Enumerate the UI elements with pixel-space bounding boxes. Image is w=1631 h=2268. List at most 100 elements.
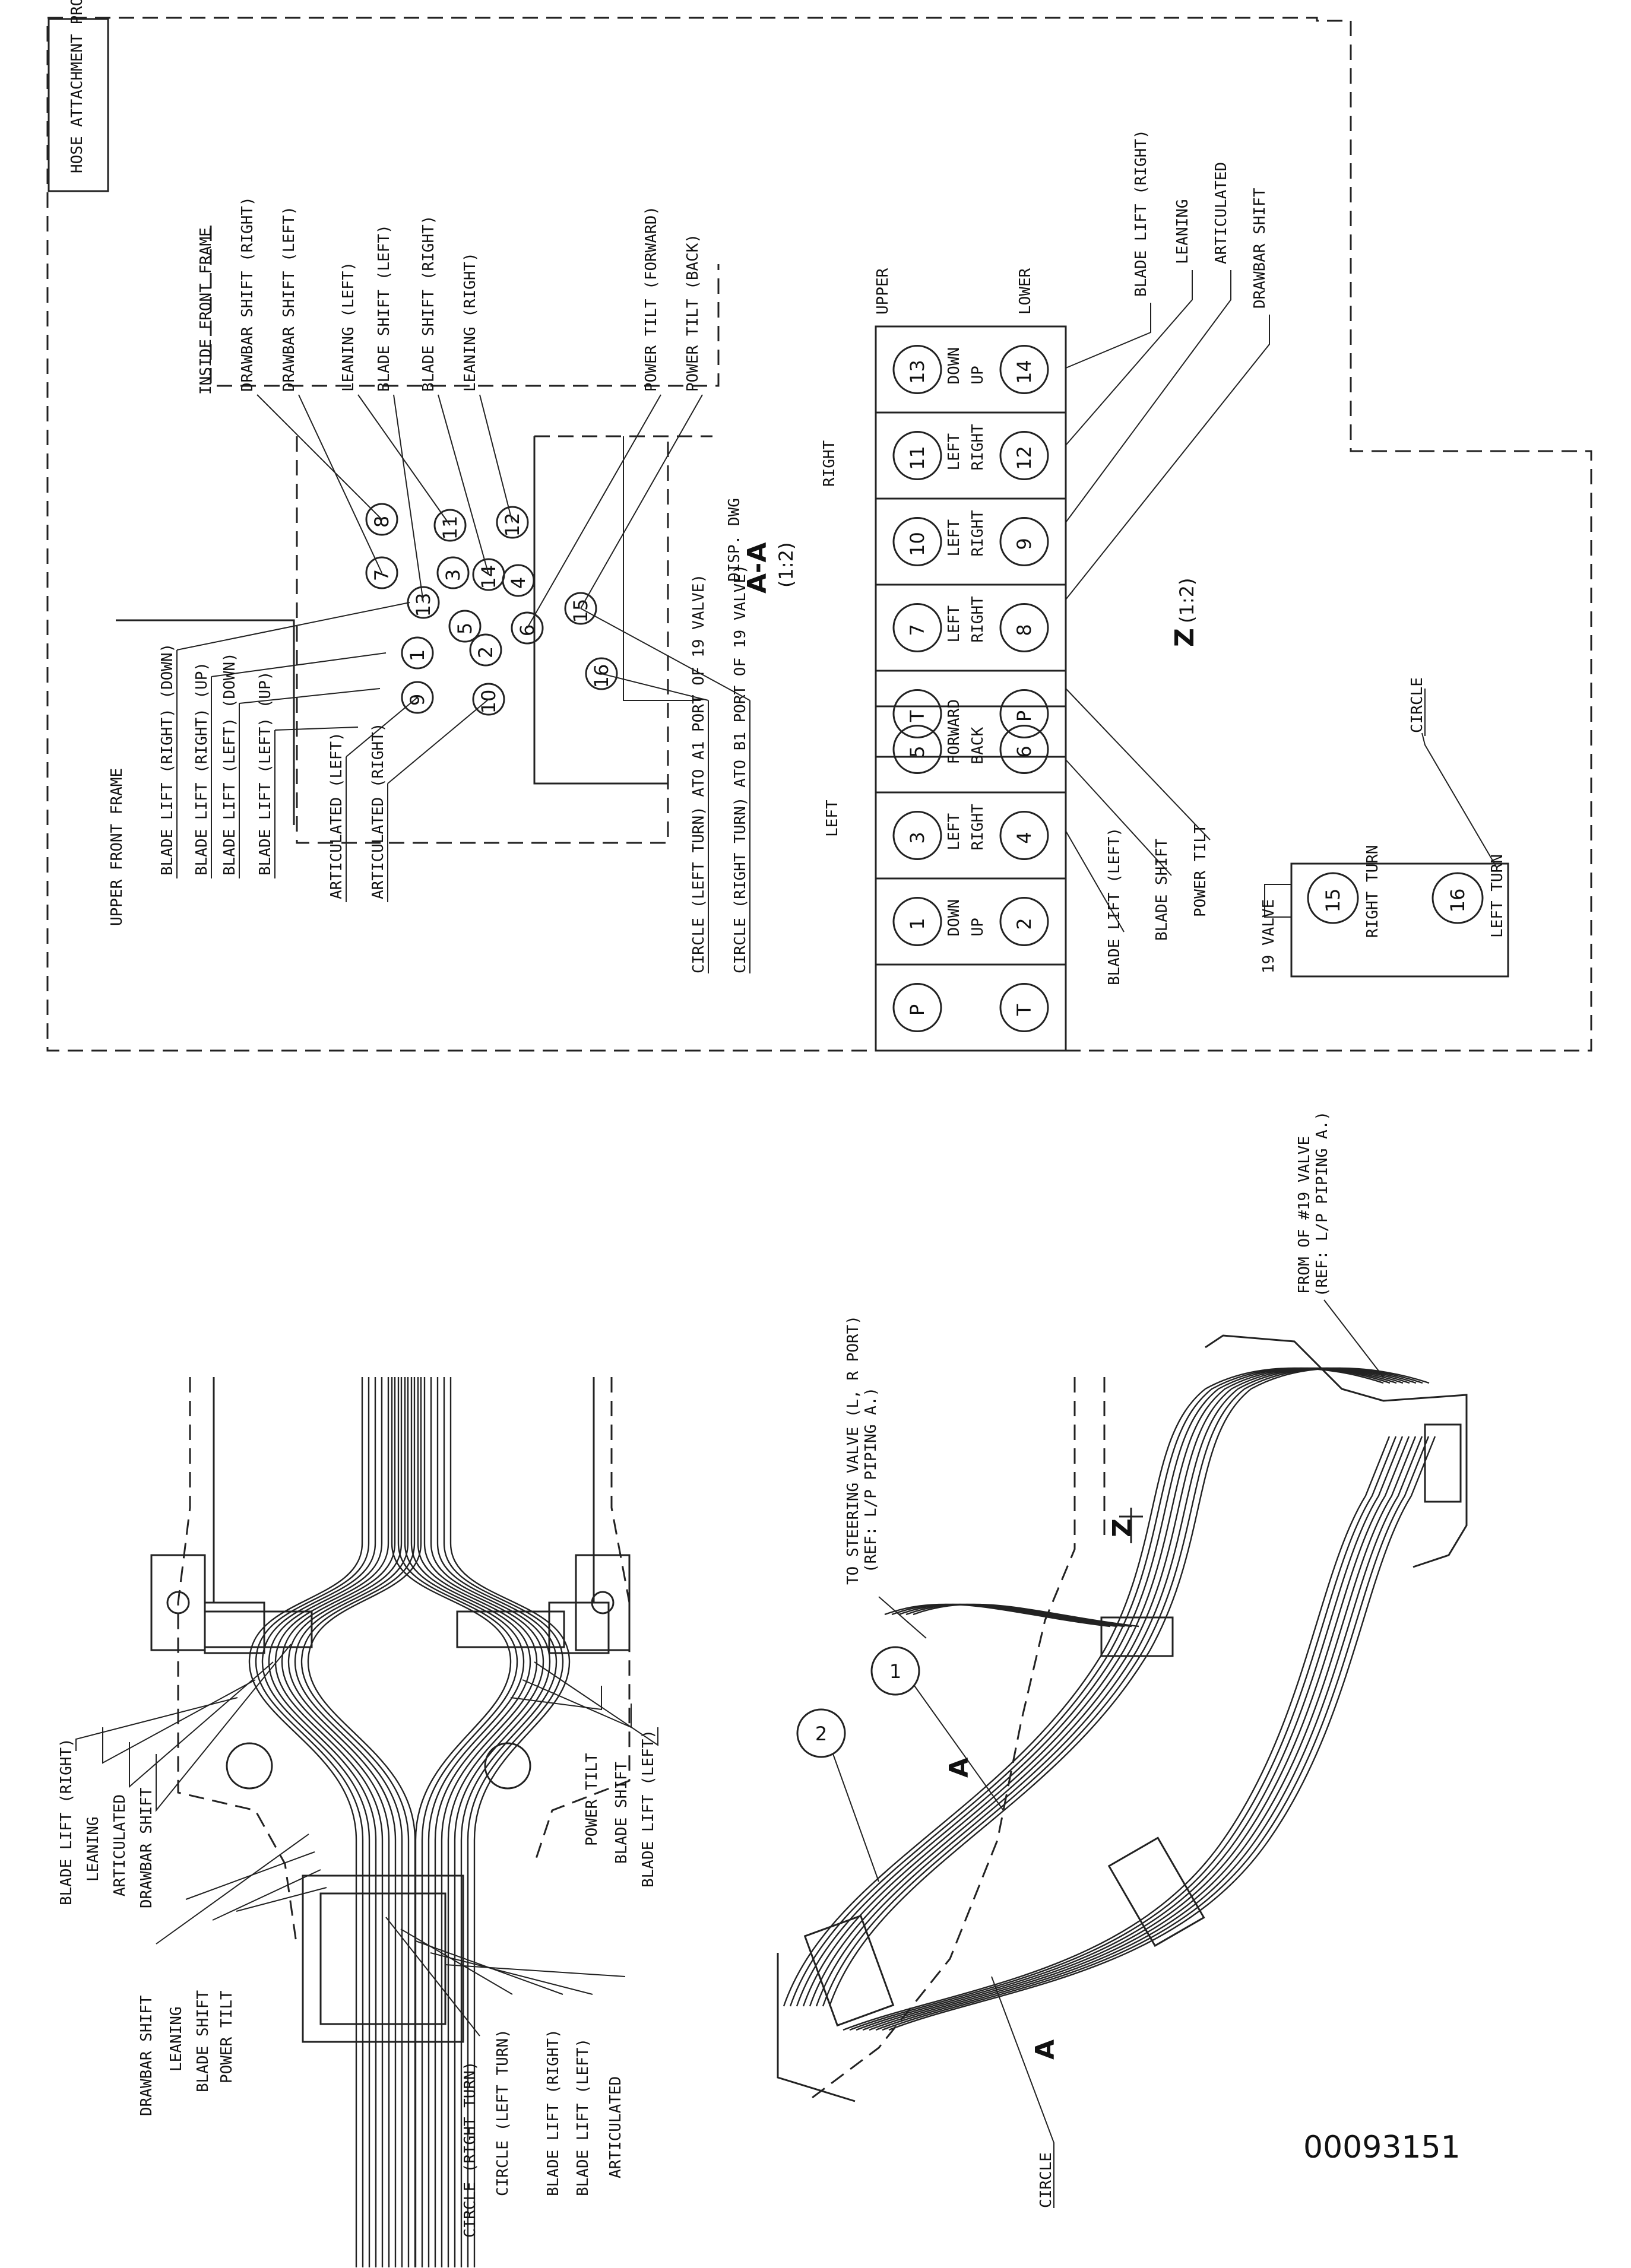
item-1-number: 1 — [889, 1660, 901, 1683]
plan-hose-right-3 — [404, 1377, 525, 2267]
side-hose-upper-1 — [783, 1367, 1384, 2007]
z-left-leader-1 — [1065, 830, 1125, 932]
z-right-bottom-9: 9 — [999, 517, 1049, 566]
side-hose-steering-3 — [898, 1603, 1125, 1628]
z-right-top-7-label: 7 — [906, 624, 929, 636]
plan-hose-left-6 — [281, 1377, 396, 2267]
z-left-bottom-6-label: 6 — [1013, 746, 1035, 757]
plan-frame-left — [177, 1377, 298, 1947]
plan-bottom-leader-4 — [430, 1952, 593, 1995]
z-left-callout-3: POWER TILT — [1192, 824, 1209, 917]
z-left-callout-1: BLADE LIFT (LEFT) — [1106, 827, 1123, 985]
plan-left-leader-4 — [156, 1644, 292, 1812]
z-left-top-sub-3: LEFT — [945, 813, 963, 851]
z-left-bottom-6: 6 — [999, 725, 1049, 774]
aa-left-callouts: BLADE LIFT (RIGHT) (DOWN)BLADE LIFT (RIG… — [159, 602, 489, 902]
aa-port-12: 12 — [496, 506, 529, 539]
aa-port-8-label: 8 — [370, 516, 393, 528]
plan-frame-rails — [213, 1377, 595, 1603]
z-right-bottom-9-label: 9 — [1013, 538, 1035, 550]
aa-bottom-callout-2: CIRCLE (RIGHT TURN) ATO B1 PORT OF 19 VA… — [731, 564, 749, 973]
plan-lower-leader-4 — [236, 1887, 327, 1912]
side-hose-steering-2 — [891, 1603, 1118, 1628]
aa-port-4-ring — [502, 564, 535, 597]
aa-top-leader-5 — [438, 394, 489, 575]
z-left-label: LEFT — [824, 800, 841, 837]
z-left-top-3-label: 3 — [906, 832, 929, 843]
aa-top-callouts: DRAWBAR SHIFT (RIGHT)DRAWBAR SHIFT (LEFT… — [239, 196, 703, 629]
z-right-callout-2: LEANING — [1174, 199, 1192, 264]
z-left-bottom-sub-4: BACK — [969, 727, 987, 765]
aa-bottom-callouts: CIRCLE (LEFT TURN) ATO A1 PORT OF 19 VAL… — [580, 564, 750, 973]
plan-hose-right-6 — [423, 1377, 544, 2267]
aa-port-6-label: 6 — [516, 624, 539, 636]
z-right-top-11-ring — [892, 431, 942, 480]
aa-port-5-ring — [448, 610, 482, 643]
z-left-top-P: P — [892, 983, 942, 1032]
aa-port-10-ring — [472, 683, 505, 716]
z-right-top-sub-5: DOWN — [945, 347, 963, 385]
plan-left-leader-1 — [75, 1697, 238, 1751]
aa-port-14-label: 14 — [477, 565, 500, 589]
aa-port-1: 1 — [401, 636, 434, 670]
side-hose-lower-1 — [843, 1436, 1391, 2031]
side-circle-leader — [991, 1976, 1054, 2208]
z-left-bottom-2: 2 — [999, 897, 1049, 946]
z-left-bottom-4-label: 4 — [1013, 832, 1035, 843]
side-hose-lower-4 — [862, 1436, 1410, 2031]
aa-top-leader-2 — [298, 394, 382, 573]
plan-bottom-callout-1: CIRCLE (RIGHT TURN) — [461, 2061, 479, 2238]
aa-port-13-label: 13 — [412, 593, 435, 617]
aa-left-leader-diag-6 — [387, 699, 489, 784]
side-note-steering-2: (REF: L/P PIPING A.) — [862, 1387, 880, 1573]
side-hose-lower-7 — [882, 1436, 1430, 2031]
aa-top-leader-7 — [527, 394, 661, 629]
z-title: Z — [1170, 628, 1200, 647]
plan-hose-left-1 — [248, 1377, 363, 2267]
plan-lower-leader-2 — [185, 1851, 315, 1900]
aa-inner-line — [533, 436, 668, 785]
aa-left-leader-diag-2 — [211, 652, 387, 677]
z-right-bottom-8: 8 — [999, 603, 1049, 652]
z-right-leader-4 — [1065, 315, 1270, 600]
z-right-leader-2 — [1065, 270, 1193, 446]
aa-left-callout-4: BLADE LIFT (LEFT) (UP) — [256, 671, 274, 876]
z-left-top-sub-4: FORWARD — [945, 699, 963, 765]
aa-top-callout-3: LEANING (LEFT) — [340, 262, 357, 392]
side-note-from19-arrow — [1323, 1299, 1384, 1378]
z-right-bottom-P-label: P — [1013, 710, 1035, 722]
side-view: 1 2 Z A A TO STEERING VALVE (L, R PORT) … — [777, 1111, 1468, 2208]
valve-19-port-15: 15 — [1307, 872, 1359, 924]
z-right-top-10-ring — [892, 517, 942, 566]
plan-bottom-callout-4: BLADE LIFT (LEFT) — [574, 2038, 592, 2196]
aa-port-7-label: 7 — [370, 569, 393, 581]
title-box: HOSE ATTACHMENT PROCEDURE — [47, 0, 109, 192]
z-right-top-13: 13 — [892, 345, 942, 394]
aa-port-2: 2 — [469, 633, 502, 667]
z-left-bottom-4: 4 — [999, 811, 1049, 860]
plan-hose-left-2 — [255, 1377, 370, 2267]
plan-right-callout-1: POWER TILT — [583, 1753, 601, 1846]
item-2-balloon: 2 — [796, 1708, 879, 1882]
plan-hose-left-9 — [300, 1377, 416, 2267]
aa-port-12-label: 12 — [501, 513, 524, 537]
aa-port-9-ring — [401, 681, 434, 714]
aa-top-leader-8 — [580, 394, 703, 609]
z-right-bottom-P: P — [999, 689, 1049, 738]
z-right-top-13-ring — [892, 345, 942, 394]
aa-port-7-ring — [365, 556, 398, 589]
plan-hose-left-7 — [287, 1377, 403, 2267]
plan-hose-left-10 — [307, 1377, 422, 2267]
z-left-top-1-ring — [892, 897, 942, 946]
side-frame-dash-1 — [807, 1377, 1076, 2102]
aa-port-15: 15 — [564, 592, 597, 625]
aa-top-leader-1 — [256, 394, 382, 520]
z-right-callout-3: ARTICULATED — [1212, 162, 1230, 264]
z-right-top-7: 7 — [892, 603, 942, 652]
z-left-bottom-6-ring — [999, 725, 1049, 774]
plan-right-leader-1 — [510, 1686, 602, 1711]
frame-border — [46, 17, 1592, 1052]
